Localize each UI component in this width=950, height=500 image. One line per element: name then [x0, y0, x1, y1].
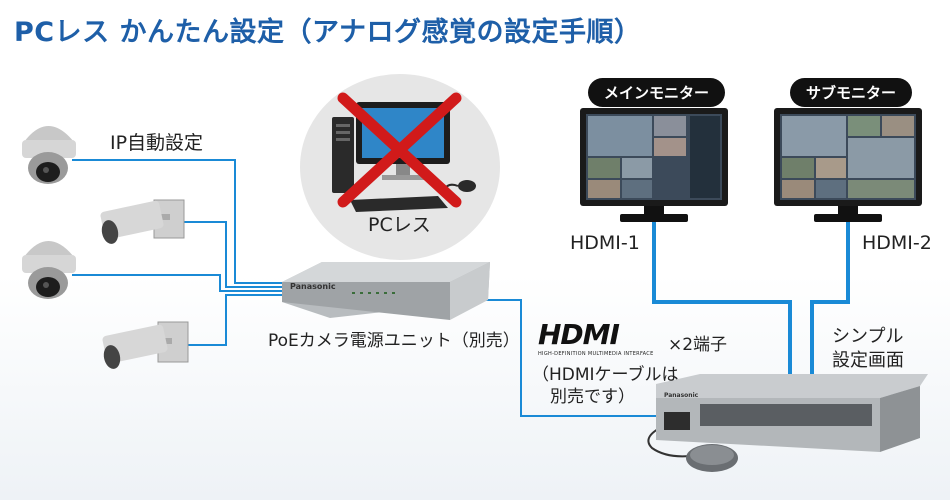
main-monitor-icon — [580, 108, 728, 222]
bullet-camera-icon — [100, 199, 185, 244]
page-title: PCレス かんたん設定（アナログ感覚の設定手順） — [14, 17, 642, 48]
keyboard-icon — [350, 196, 448, 212]
pcless-bubble — [300, 74, 500, 260]
camera-cables — [72, 159, 282, 346]
dome-camera-icon — [22, 241, 76, 299]
pcless-label: PCレス — [368, 214, 431, 236]
recorder-brand-logo: Panasonic — [664, 392, 699, 399]
poe-label: PoEカメラ電源ユニット（別売） — [268, 331, 520, 351]
simple-settings-line1: シンプル — [832, 326, 904, 347]
bullet-camera-icon — [102, 321, 189, 369]
mouse-cable — [647, 423, 691, 458]
hdmi-cable-note-line2: 別売です） — [550, 387, 635, 407]
hdmi-cables — [652, 222, 850, 380]
pc-mouse-icon — [458, 180, 476, 192]
hdmi-logo-subtitle: HIGH-DEFINITION MULTIMEDIA INTERFACE — [538, 351, 654, 357]
sub-monitor-label: サブモニター — [790, 78, 913, 107]
ip-auto-label: IP自動設定 — [110, 132, 204, 154]
hdmi1-label: HDMI-1 — [570, 232, 640, 254]
hdmi-logo-text: HDMI — [538, 318, 620, 351]
poe-power-unit-icon — [282, 262, 490, 320]
hdmi-ports-label: ×2端子 — [668, 335, 728, 355]
hdmi2-label: HDMI-2 — [862, 232, 932, 254]
main-monitor-label: メインモニター — [588, 78, 726, 107]
simple-settings-line2: 設定画面 — [832, 350, 904, 371]
sub-monitor-icon — [774, 108, 922, 222]
dome-camera-icon — [22, 126, 76, 184]
hdmi-cable-note-line1: （HDMIケーブルは — [532, 365, 679, 385]
poe-recorder-cable — [480, 299, 666, 417]
mouse-icon — [686, 444, 738, 472]
hdmi-logo: HDMI HIGH-DEFINITION MULTIMEDIA INTERFAC… — [538, 318, 654, 357]
poe-brand-logo: Panasonic — [290, 282, 336, 291]
recorder-icon — [656, 374, 928, 452]
pc-tower-icon — [332, 117, 354, 193]
